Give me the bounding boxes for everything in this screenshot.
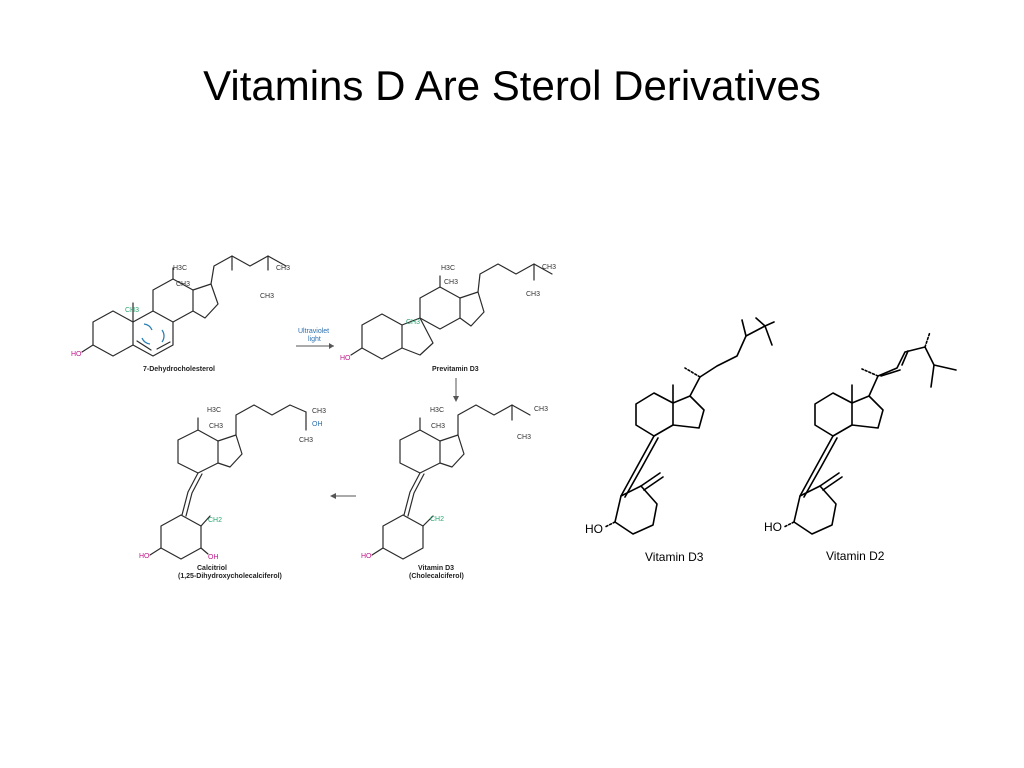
chole-subname-label: (Cholecalciferol) bbox=[409, 573, 464, 580]
calcitriol-ho-label: HO bbox=[139, 553, 150, 560]
dhc-ch3-right-label: CH3 bbox=[276, 265, 290, 272]
calcitriol-name-label: Calcitriol bbox=[197, 565, 227, 572]
chole-ch2-label: CH2 bbox=[430, 516, 444, 523]
previtamin-name-label: Previtamin D3 bbox=[432, 366, 479, 373]
chole-h3c-label: H3C bbox=[430, 407, 444, 414]
calcitriol-structure bbox=[149, 404, 307, 560]
calcitriol-ch3-bottom-label: CH3 bbox=[299, 437, 313, 444]
cholecalciferol-structure bbox=[371, 404, 531, 560]
previtamin-ch3-green-label: CH3 bbox=[406, 319, 420, 326]
dhc-ch3-green-label: CH3 bbox=[125, 307, 139, 314]
left-arrow bbox=[330, 493, 356, 499]
dehydrocholesterol-structure bbox=[81, 255, 287, 357]
d3-caption: Vitamin D3 bbox=[645, 550, 704, 564]
chole-ch3-right-label: CH3 bbox=[534, 406, 548, 413]
calcitriol-subname-label: (1,25-Dihydroxycholecalciferol) bbox=[178, 573, 282, 580]
down-arrow bbox=[453, 378, 459, 402]
previtamin-ho-label: HO bbox=[340, 355, 351, 362]
dhc-ho-label: HO bbox=[71, 351, 82, 358]
previtamin-ch3-label: CH3 bbox=[444, 279, 458, 286]
chole-ho-label: HO bbox=[361, 553, 372, 560]
calcitriol-ch3-label: CH3 bbox=[209, 423, 223, 430]
d2-caption: Vitamin D2 bbox=[826, 549, 885, 563]
dhc-h3c-label: H3C bbox=[173, 265, 187, 272]
calcitriol-ch3-right-label: CH3 bbox=[312, 408, 326, 415]
uv-arrow bbox=[296, 343, 334, 349]
previtamin-h3c-label: H3C bbox=[441, 265, 455, 272]
dhc-ch3-label: CH3 bbox=[176, 281, 190, 288]
d3-ho-label: HO bbox=[585, 522, 603, 536]
calcitriol-ch2-label: CH2 bbox=[208, 517, 222, 524]
calcitriol-oh-chain-label: OH bbox=[312, 421, 323, 428]
chole-name-label: Vitamin D3 bbox=[418, 565, 454, 572]
slide-title: Vitamins D Are Sterol Derivatives bbox=[203, 62, 821, 109]
d2-ho-label: HO bbox=[764, 520, 782, 534]
chole-ch3-bottom-label: CH3 bbox=[517, 434, 531, 441]
dhc-name-label: 7-Dehydrocholesterol bbox=[143, 366, 215, 373]
chole-ch3-label: CH3 bbox=[431, 423, 445, 430]
uv-arrow-label-line2: light bbox=[308, 336, 321, 343]
previtamin-structure bbox=[350, 263, 553, 360]
dhc-ch3-bottom-label: CH3 bbox=[260, 293, 274, 300]
calcitriol-h3c-label: H3C bbox=[207, 407, 221, 414]
calcitriol-oh-ring-label: OH bbox=[208, 554, 219, 561]
previtamin-ch3-bottom-label: CH3 bbox=[526, 291, 540, 298]
vitamin-d2-structure bbox=[783, 331, 957, 535]
uv-arrow-label-line1: Ultraviolet bbox=[298, 328, 329, 335]
vitamin-d3-structure bbox=[604, 317, 775, 535]
previtamin-ch3-right-label: CH3 bbox=[542, 264, 556, 271]
